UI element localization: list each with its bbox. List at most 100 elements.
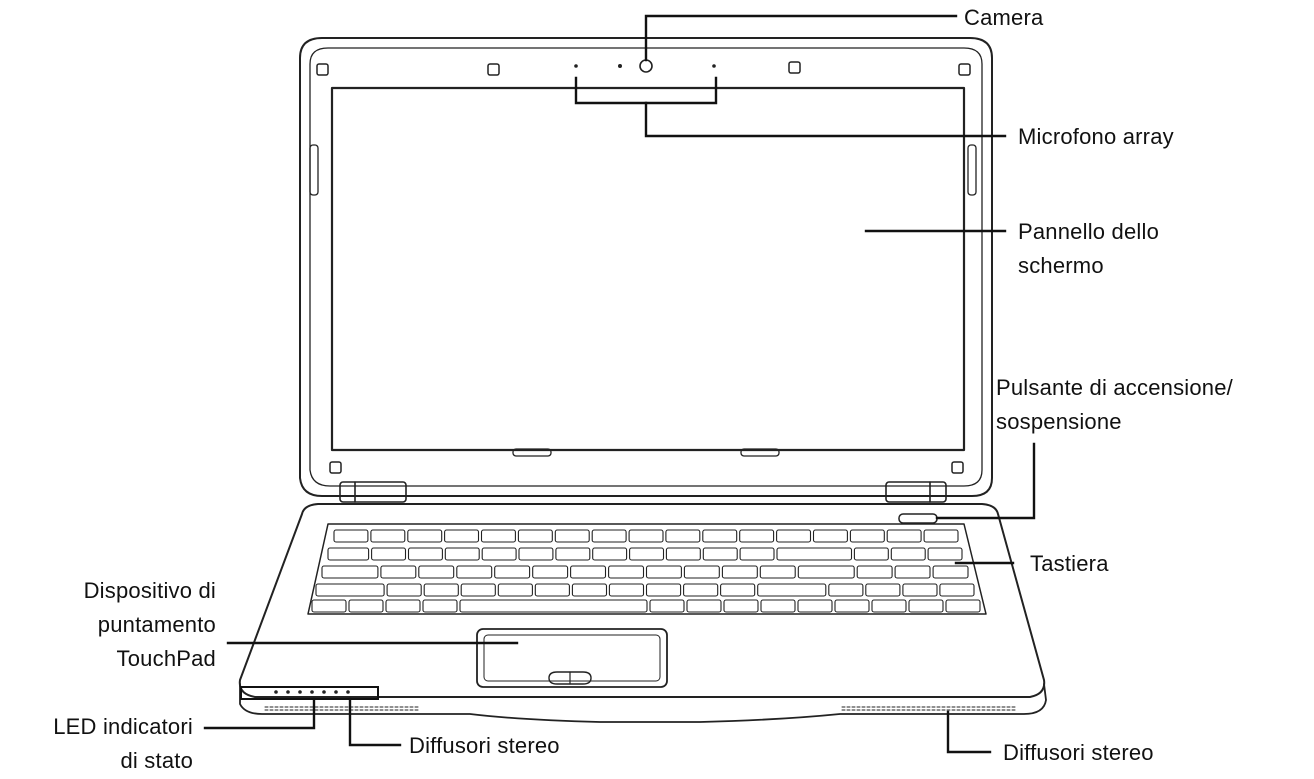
keyboard-key bbox=[702, 547, 738, 561]
keyboard-key bbox=[908, 599, 944, 613]
label-power-line-2: sospensione bbox=[996, 409, 1122, 434]
keyboard-key bbox=[497, 583, 533, 597]
keyboard-key bbox=[686, 599, 722, 613]
keyboard-key bbox=[608, 565, 645, 579]
keyboard-key bbox=[649, 599, 685, 613]
label-touchpad-line-2: puntamento bbox=[97, 612, 216, 637]
keyboard-key bbox=[871, 599, 907, 613]
keyboard-key bbox=[554, 529, 590, 543]
label-power: Pulsante di accensione/ sospensione bbox=[996, 371, 1233, 439]
label-touchpad-line-3: TouchPad bbox=[116, 646, 216, 671]
touchpad bbox=[476, 628, 668, 688]
keyboard-key bbox=[385, 599, 421, 613]
keyboard-key bbox=[460, 583, 496, 597]
keyboard-key bbox=[422, 599, 458, 613]
keyboard-key bbox=[723, 599, 759, 613]
keyboard-key bbox=[532, 565, 569, 579]
keyboard-key bbox=[444, 547, 480, 561]
keyboard-key bbox=[321, 565, 379, 579]
keyboard-key bbox=[645, 583, 682, 597]
laptop-lid bbox=[299, 37, 993, 497]
keyboard-key bbox=[721, 565, 758, 579]
keyboard-key bbox=[849, 529, 885, 543]
label-speakers-right: Diffusori stereo bbox=[1003, 736, 1154, 770]
label-leds: LED indicatori di stato bbox=[0, 710, 193, 778]
keyboard-key bbox=[480, 529, 516, 543]
led-strip bbox=[274, 690, 350, 694]
keyboard-key bbox=[665, 529, 701, 543]
keyboard-key bbox=[683, 583, 719, 597]
label-camera-text: Camera bbox=[964, 5, 1044, 30]
keyboard-key bbox=[333, 529, 369, 543]
label-screen-line-2: schermo bbox=[1018, 253, 1104, 278]
keyboard-key bbox=[629, 547, 665, 561]
keyboard-key bbox=[315, 583, 385, 597]
keyboard-key bbox=[945, 599, 981, 613]
keyboard-key bbox=[371, 547, 407, 561]
keyboard-key bbox=[407, 547, 443, 561]
camera-lens bbox=[639, 59, 653, 73]
speaker-grilles bbox=[264, 706, 1017, 711]
keyboard-key bbox=[608, 583, 645, 597]
keyboard-key bbox=[853, 547, 889, 561]
screen-panel bbox=[330, 86, 966, 452]
label-speakers-left: Diffusori stereo bbox=[409, 729, 560, 763]
keyboard-key bbox=[481, 547, 517, 561]
label-screen: Pannello dello schermo bbox=[1018, 215, 1159, 283]
keyboard-key bbox=[645, 565, 682, 579]
keyboard-key bbox=[927, 547, 963, 561]
keyboard-key bbox=[739, 547, 775, 561]
label-microphone: Microfono array bbox=[1018, 120, 1174, 154]
keyboard-key bbox=[459, 599, 648, 613]
keyboard-key bbox=[311, 599, 347, 613]
callout-lines bbox=[203, 14, 1036, 754]
keyboard-key bbox=[423, 583, 459, 597]
label-touchpad: Dispositivo di puntamento TouchPad bbox=[20, 574, 216, 676]
power-button bbox=[898, 513, 938, 524]
keyboard-key bbox=[834, 599, 870, 613]
keyboard-key bbox=[534, 583, 570, 597]
keyboard-key bbox=[828, 583, 864, 597]
label-screen-line-1: Pannello dello bbox=[1018, 219, 1160, 244]
keyboard-key bbox=[571, 583, 608, 597]
keyboard-key bbox=[797, 599, 833, 613]
keyboard-key bbox=[517, 529, 553, 543]
keyboard-key bbox=[555, 547, 591, 561]
label-leds-line-2: di stato bbox=[120, 748, 193, 773]
keyboard-key bbox=[418, 565, 455, 579]
keyboard-key bbox=[370, 529, 406, 543]
label-keyboard: Tastiera bbox=[1030, 547, 1109, 581]
keyboard-key bbox=[894, 565, 931, 579]
keyboard-key bbox=[759, 565, 796, 579]
keyboard-key bbox=[570, 565, 607, 579]
keyboard-key bbox=[902, 583, 938, 597]
label-camera: Camera bbox=[964, 1, 1043, 35]
label-speakers-right-text: Diffusori stereo bbox=[1003, 740, 1154, 765]
label-keyboard-text: Tastiera bbox=[1030, 551, 1109, 576]
keyboard-key bbox=[760, 599, 796, 613]
keyboard-key bbox=[812, 529, 848, 543]
keyboard-key bbox=[518, 547, 554, 561]
label-microphone-text: Microfono array bbox=[1018, 124, 1174, 149]
keyboard-key bbox=[380, 565, 417, 579]
keyboard-key bbox=[327, 547, 370, 561]
keyboard-key bbox=[444, 529, 480, 543]
keyboard-key bbox=[797, 565, 855, 579]
keyboard-key bbox=[348, 599, 384, 613]
keyboard-key bbox=[683, 565, 720, 579]
keyboard-key bbox=[386, 583, 422, 597]
keyboard-key bbox=[702, 529, 738, 543]
keyboard-key bbox=[939, 583, 975, 597]
keyboard-key bbox=[757, 583, 827, 597]
keyboard-key bbox=[592, 547, 628, 561]
keyboard-key bbox=[628, 529, 664, 543]
keyboard-key bbox=[494, 565, 531, 579]
laptop-base bbox=[238, 503, 1047, 723]
label-speakers-left-text: Diffusori stereo bbox=[409, 733, 560, 758]
keyboard-key bbox=[407, 529, 443, 543]
label-power-line-1: Pulsante di accensione/ bbox=[996, 375, 1233, 400]
keyboard-key bbox=[720, 583, 756, 597]
keyboard-key bbox=[739, 529, 775, 543]
keyboard-key bbox=[776, 529, 812, 543]
